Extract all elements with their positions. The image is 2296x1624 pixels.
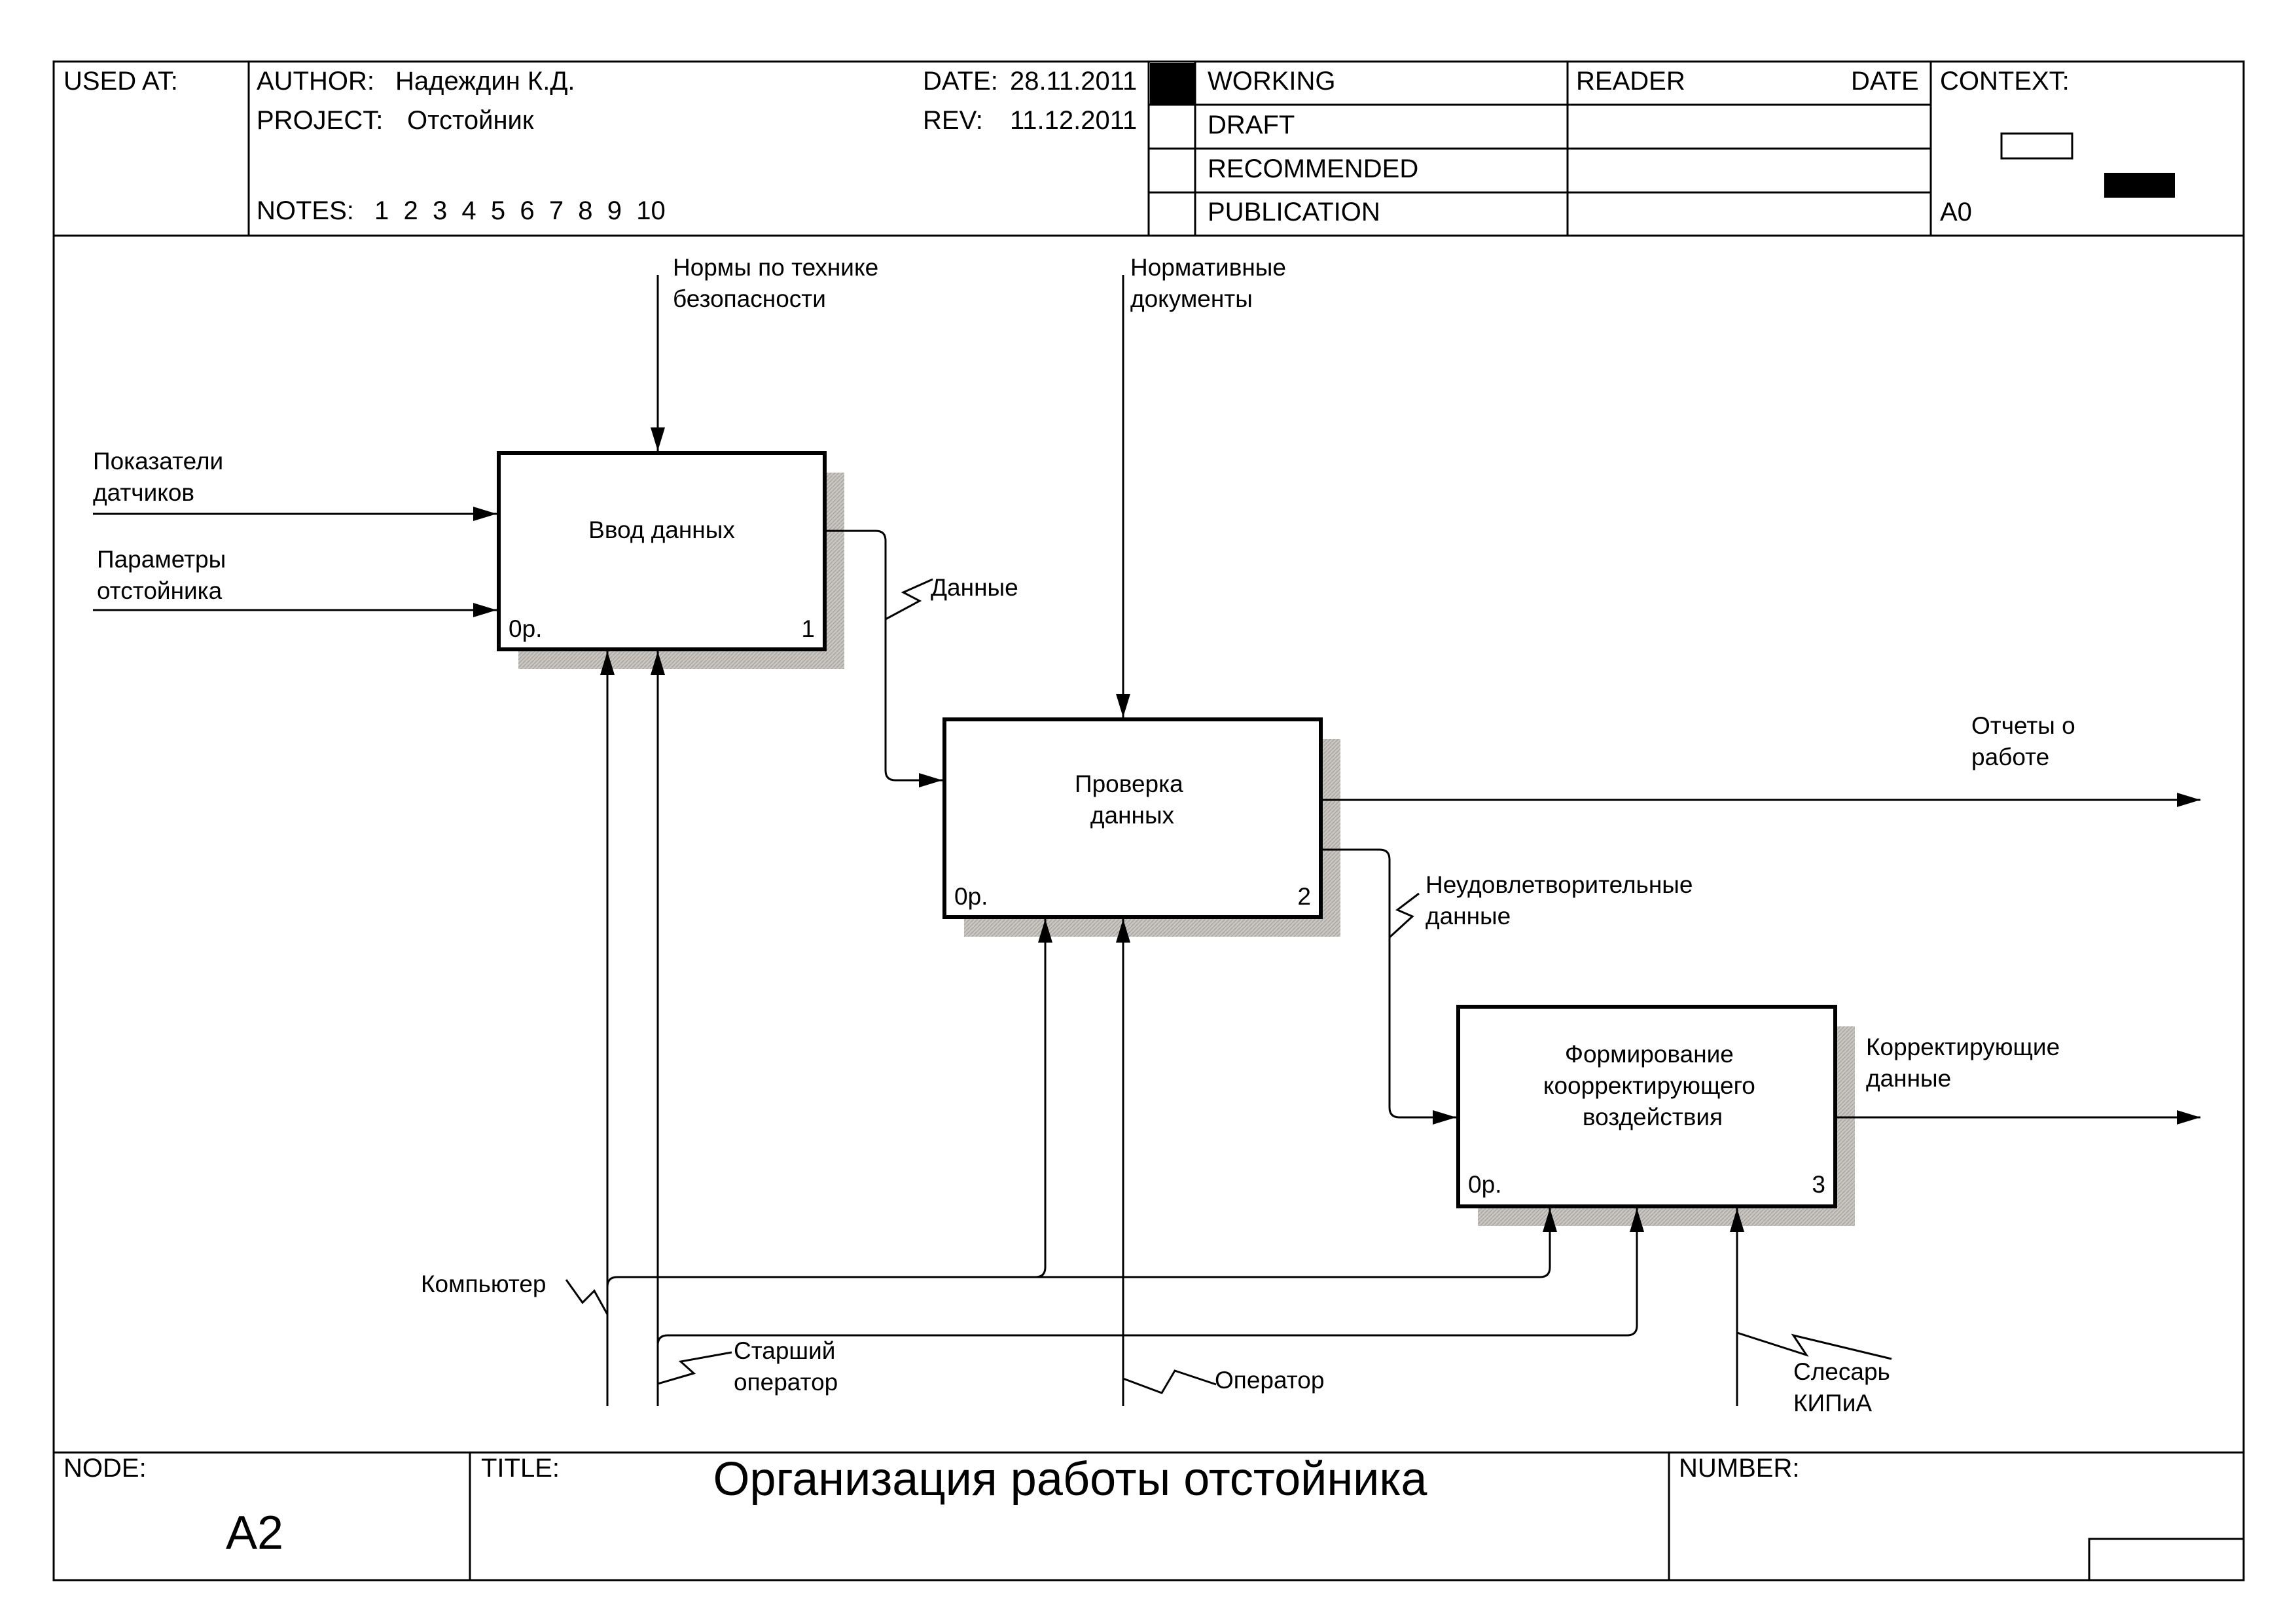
context-node: A0 <box>1940 198 1972 226</box>
squiggle-senior-operator <box>657 1351 732 1385</box>
rev-value: 11.12.2011 <box>1010 106 1137 135</box>
squiggle-unsatisfactory <box>1388 892 1420 939</box>
notes-values: 1 2 3 4 5 6 7 8 9 10 <box>374 196 666 225</box>
squiggle-mechanic <box>1736 1331 1892 1360</box>
project-label: PROJECT: <box>257 106 383 135</box>
page-number-box <box>2088 1538 2245 1581</box>
activity-box-3[interactable]: Формирование коорректирующего воздействи… <box>1456 1005 1855 1226</box>
squiggle-data <box>885 578 933 621</box>
arrow-labels: Нормы по технике безопасности Нормативны… <box>93 254 2082 1416</box>
context-parent-box <box>2000 132 2073 160</box>
reader-label: READER <box>1576 67 1685 96</box>
box-cost: 0р. <box>1468 1171 1501 1198</box>
box-title: Формирование коорректирующего воздействи… <box>1543 1041 1762 1130</box>
arrow-senior-operator-branch[interactable] <box>656 1208 1644 1346</box>
context-label: CONTEXT: <box>1940 67 2070 96</box>
box-number: 2 <box>1297 883 1311 910</box>
label-computer: Компьютер <box>421 1271 547 1297</box>
status-draft: DRAFT <box>1208 111 1295 139</box>
arrow-unsatisfactory-data[interactable] <box>1322 848 1456 1125</box>
author-value: Надеждин К.Д. <box>395 67 575 96</box>
context-current-box <box>2104 173 2175 198</box>
rev-label: REV: <box>923 106 983 135</box>
label-operator: Оператор <box>1215 1367 1324 1394</box>
squiggle-computer <box>565 1279 609 1315</box>
label-work-reports: Отчеты о работе <box>1971 712 2082 770</box>
arrow-data[interactable] <box>826 530 942 787</box>
label-mechanic: Слесарь КИПиА <box>1793 1358 1897 1416</box>
squiggle-operator <box>1122 1369 1217 1394</box>
label-unsatisfactory-data: Неудовлетворительные данные <box>1426 871 1700 929</box>
used-at-label: USED AT: <box>63 67 178 96</box>
label-sensor-readings: Показатели датчиков <box>93 448 230 506</box>
notes-label: NOTES: <box>257 196 354 225</box>
status-recommended: RECOMMENDED <box>1208 154 1418 183</box>
status-working: WORKING <box>1208 67 1336 96</box>
label-safety-norms: Нормы по технике безопасности <box>673 254 885 312</box>
working-status-marker <box>1150 63 1194 104</box>
reader-date-label: DATE <box>1851 67 1919 96</box>
box-cost: 0р. <box>954 883 988 910</box>
activity-box-2[interactable]: Проверка данных 0р. 2 <box>942 717 1340 937</box>
node-label: NODE: <box>63 1454 147 1483</box>
arrow-computer-box2[interactable] <box>1035 919 1052 1278</box>
box-cost: 0р. <box>509 615 542 642</box>
diagram-title: Организация работы отстойника <box>713 1453 1428 1506</box>
title-label: TITLE: <box>481 1454 560 1483</box>
number-label: NUMBER: <box>1679 1454 1799 1483</box>
author-label: AUTHOR: <box>257 67 374 96</box>
footer-block: NODE: A2 TITLE: Организация работы отсто… <box>54 1451 2245 1581</box>
box-number: 1 <box>801 615 815 642</box>
box-title: Ввод данных <box>588 516 735 543</box>
label-data: Данные <box>931 574 1018 601</box>
date-value: 28.11.2011 <box>1010 67 1137 96</box>
date-label: DATE: <box>923 67 998 96</box>
box-number: 3 <box>1812 1171 1825 1198</box>
box-title: Проверка данных <box>1075 770 1190 829</box>
label-tank-params: Параметры отстойника <box>97 546 233 604</box>
label-correcting-data: Корректирующие данные <box>1866 1034 2066 1092</box>
label-senior-operator: Старший оператор <box>734 1337 842 1396</box>
node-value: A2 <box>226 1507 283 1559</box>
project-value: Отстойник <box>407 106 534 135</box>
arrow-computer-branch[interactable] <box>606 1208 1557 1288</box>
status-publication: PUBLICATION <box>1208 198 1380 226</box>
activity-box-1[interactable]: Ввод данных 0р. 1 <box>497 451 844 669</box>
label-normative-docs: Нормативные документы <box>1130 254 1293 312</box>
header-block: USED AT: AUTHOR: Надеждин К.Д. DATE: 28.… <box>54 62 2244 237</box>
